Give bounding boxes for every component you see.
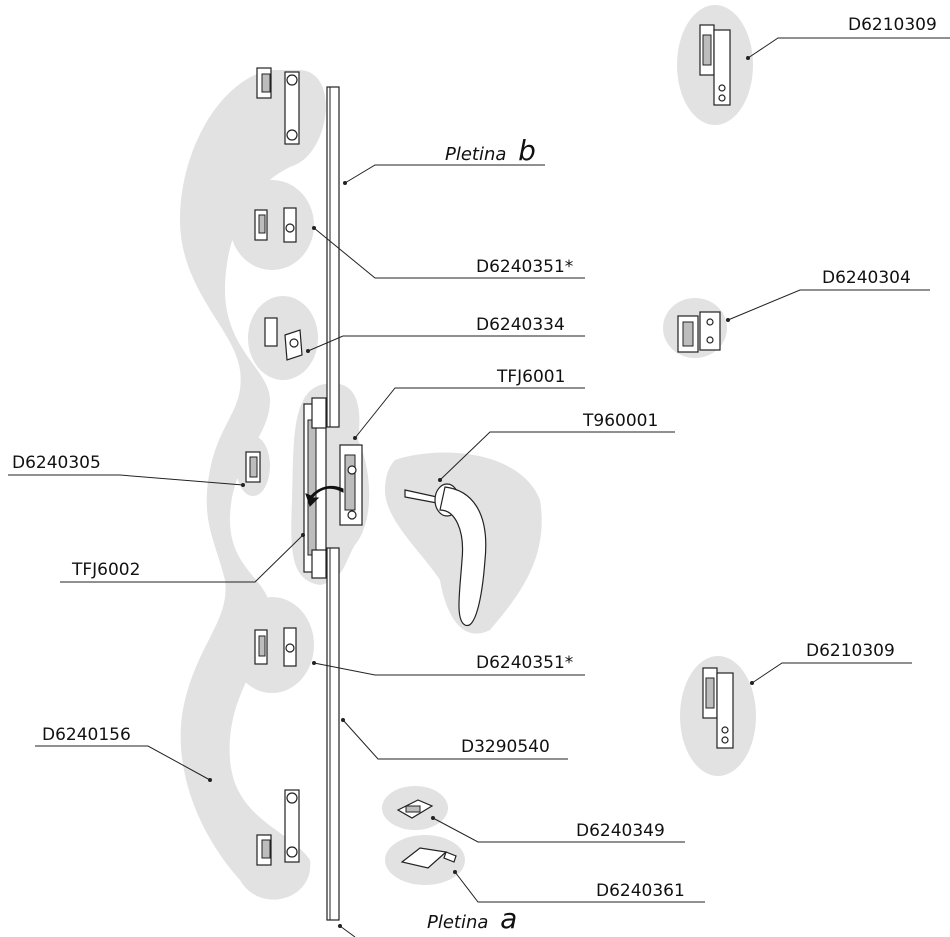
tfj6002-gearbox [303,397,327,579]
d6240351-top-label: D6240351* [476,257,573,277]
d6240334-label: D6240334 [476,315,565,335]
d6240349-part [396,799,434,819]
d6240361-part [400,847,457,869]
top-keeper-pair [256,67,300,145]
d6210309-bottom-hinge [702,667,734,749]
d6240304-part [677,311,721,353]
espagnolette-connector-blob [180,70,326,900]
d6210309-top-label: D6210309 [848,15,937,35]
d6210309-bottom-leader [751,662,912,684]
d6210309-top-hinge [699,24,731,106]
pletina-b-word: Pletina [445,144,506,165]
d6240305-label: D6240305 [12,453,101,473]
t960001-handle [404,483,487,627]
insert-arrow [305,485,344,507]
d6240349-leader [432,817,685,843]
pletina-a-bar [326,547,340,921]
pletina-a-word: Pletina [427,912,488,933]
d6240351-bottom-blob [230,597,314,693]
tfj6001-label: TFJ6001 [496,367,565,387]
d6240305-leader [8,474,244,486]
d3290540-label: D3290540 [461,737,550,757]
d6240334-part [264,317,303,361]
pletina-b-bar [326,86,340,428]
pletina-b-letter: b [518,134,536,167]
bottom-keeper-pair [256,789,300,866]
d6210309-bottom-label: D6210309 [806,641,895,661]
d6240304-leader [727,289,930,321]
d6240351-top-leader [313,227,585,279]
tfj6001-leader [354,387,585,439]
pletina-a-leader [339,925,356,937]
d6240361-leader [454,871,705,903]
d6240156-leader [35,745,211,781]
d6240349-label: D6240349 [576,821,665,841]
pletina-a-label: Pletina a [427,902,517,935]
d6240351-bottom-part [254,627,297,667]
d6210309-top-leader [747,37,950,59]
d6240351-bottom-label: D6240351* [476,653,573,673]
d6240361-label: D6240361 [596,881,685,901]
tfj6001-part [339,444,363,526]
t960001-leader [439,431,675,481]
tfj6002-label: TFJ6002 [71,560,140,580]
d3290540-leader [342,719,568,760]
pletina-a-letter: a [500,902,517,935]
d6240156-label: D6240156 [42,725,131,745]
d6240351-bottom-leader [313,662,585,676]
d6240334-blob [248,296,318,380]
t960001-label: T960001 [582,411,658,431]
pletina-b-label: Pletina b [445,134,536,167]
d6240334-leader [307,335,585,352]
d6240351-top-blob [230,180,314,270]
d6240351-top-part [254,207,297,243]
d6240304-label: D6240304 [822,268,911,288]
pletina-b-leader [344,164,545,184]
d6240305-part [245,451,261,483]
tfj6002-leader [60,534,304,583]
